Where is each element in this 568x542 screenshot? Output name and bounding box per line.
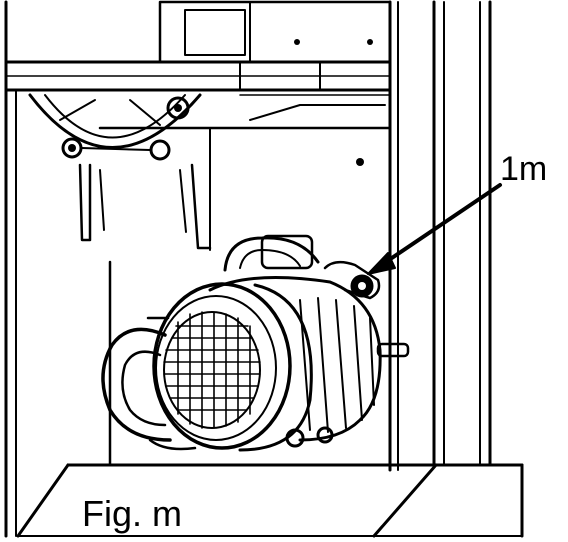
drive-pulley (101, 316, 197, 451)
motor-body (208, 234, 382, 448)
callout-arrow (367, 183, 502, 275)
tension-knob (323, 260, 381, 300)
base-plate (16, 463, 524, 538)
figure-caption: Fig. m (82, 493, 183, 534)
fan-cover-grille (152, 282, 313, 452)
callout-label: 1m (500, 150, 548, 188)
upper-wheel-assembly (28, 93, 212, 250)
cabinet-frame (4, 0, 492, 538)
motor-shaft (376, 342, 410, 358)
